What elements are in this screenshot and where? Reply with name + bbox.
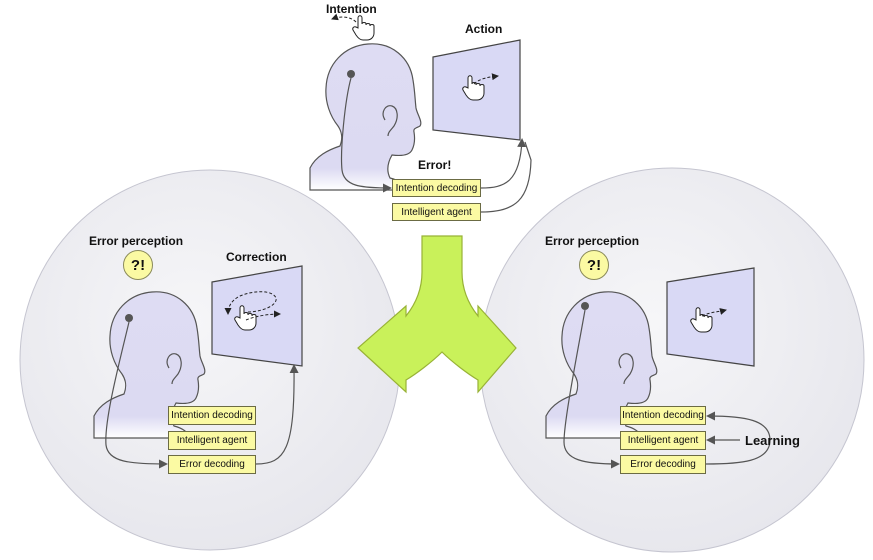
dashed-arrow-icon <box>473 73 499 85</box>
action-label: Action <box>465 22 503 36</box>
correction-dashed-arrow-icon <box>224 291 277 315</box>
top-intention-decoding-box: Intention decoding <box>392 179 481 197</box>
right-intelligent-agent-box: Intelligent agent <box>620 431 706 450</box>
right-error-perception-label: Error perception <box>545 234 640 248</box>
right-dashed-arrow-icon <box>701 308 727 317</box>
right-intention-decoding-box: Intention decoding <box>620 406 706 425</box>
left-dashed-arrow-icon <box>245 310 281 321</box>
learning-label: Learning <box>745 433 800 448</box>
user-head-icon <box>309 43 422 191</box>
agent-to-action-line <box>480 141 532 213</box>
brain-to-decoder-line <box>340 77 392 193</box>
top-intelligent-agent-box: Intelligent agent <box>392 203 481 221</box>
error-label: Error! <box>418 158 452 172</box>
left-electrode-icon <box>125 314 133 322</box>
left-scenario-circle <box>19 169 401 551</box>
split-arrow-icon <box>357 235 517 394</box>
right-electrode-icon <box>581 302 589 310</box>
correction-label: Correction <box>226 250 287 264</box>
intention-label: Intention <box>326 2 377 16</box>
left-brain-to-error-line <box>105 321 168 469</box>
left-error-decoding-box: Error decoding <box>168 455 256 474</box>
correction-screen <box>211 265 303 367</box>
left-surprise-bubble: ?! <box>123 250 153 280</box>
right-brain-to-error-line <box>563 309 620 469</box>
intention-dashed-arrow-icon <box>331 13 357 23</box>
left-intelligent-agent-box: Intelligent agent <box>168 431 256 450</box>
left-intention-decoding-box: Intention decoding <box>168 406 256 425</box>
right-scenario-circle <box>479 167 865 553</box>
electrode-icon <box>347 70 355 78</box>
left-error-to-screen-line <box>255 364 299 465</box>
intention-hand-icon <box>352 15 375 41</box>
right-surprise-bubble: ?! <box>579 250 609 280</box>
decoder-to-action-line <box>480 138 527 189</box>
right-error-decoding-box: Error decoding <box>620 455 706 474</box>
left-error-perception-label: Error perception <box>89 234 184 248</box>
learning-to-intention-line <box>705 411 771 465</box>
